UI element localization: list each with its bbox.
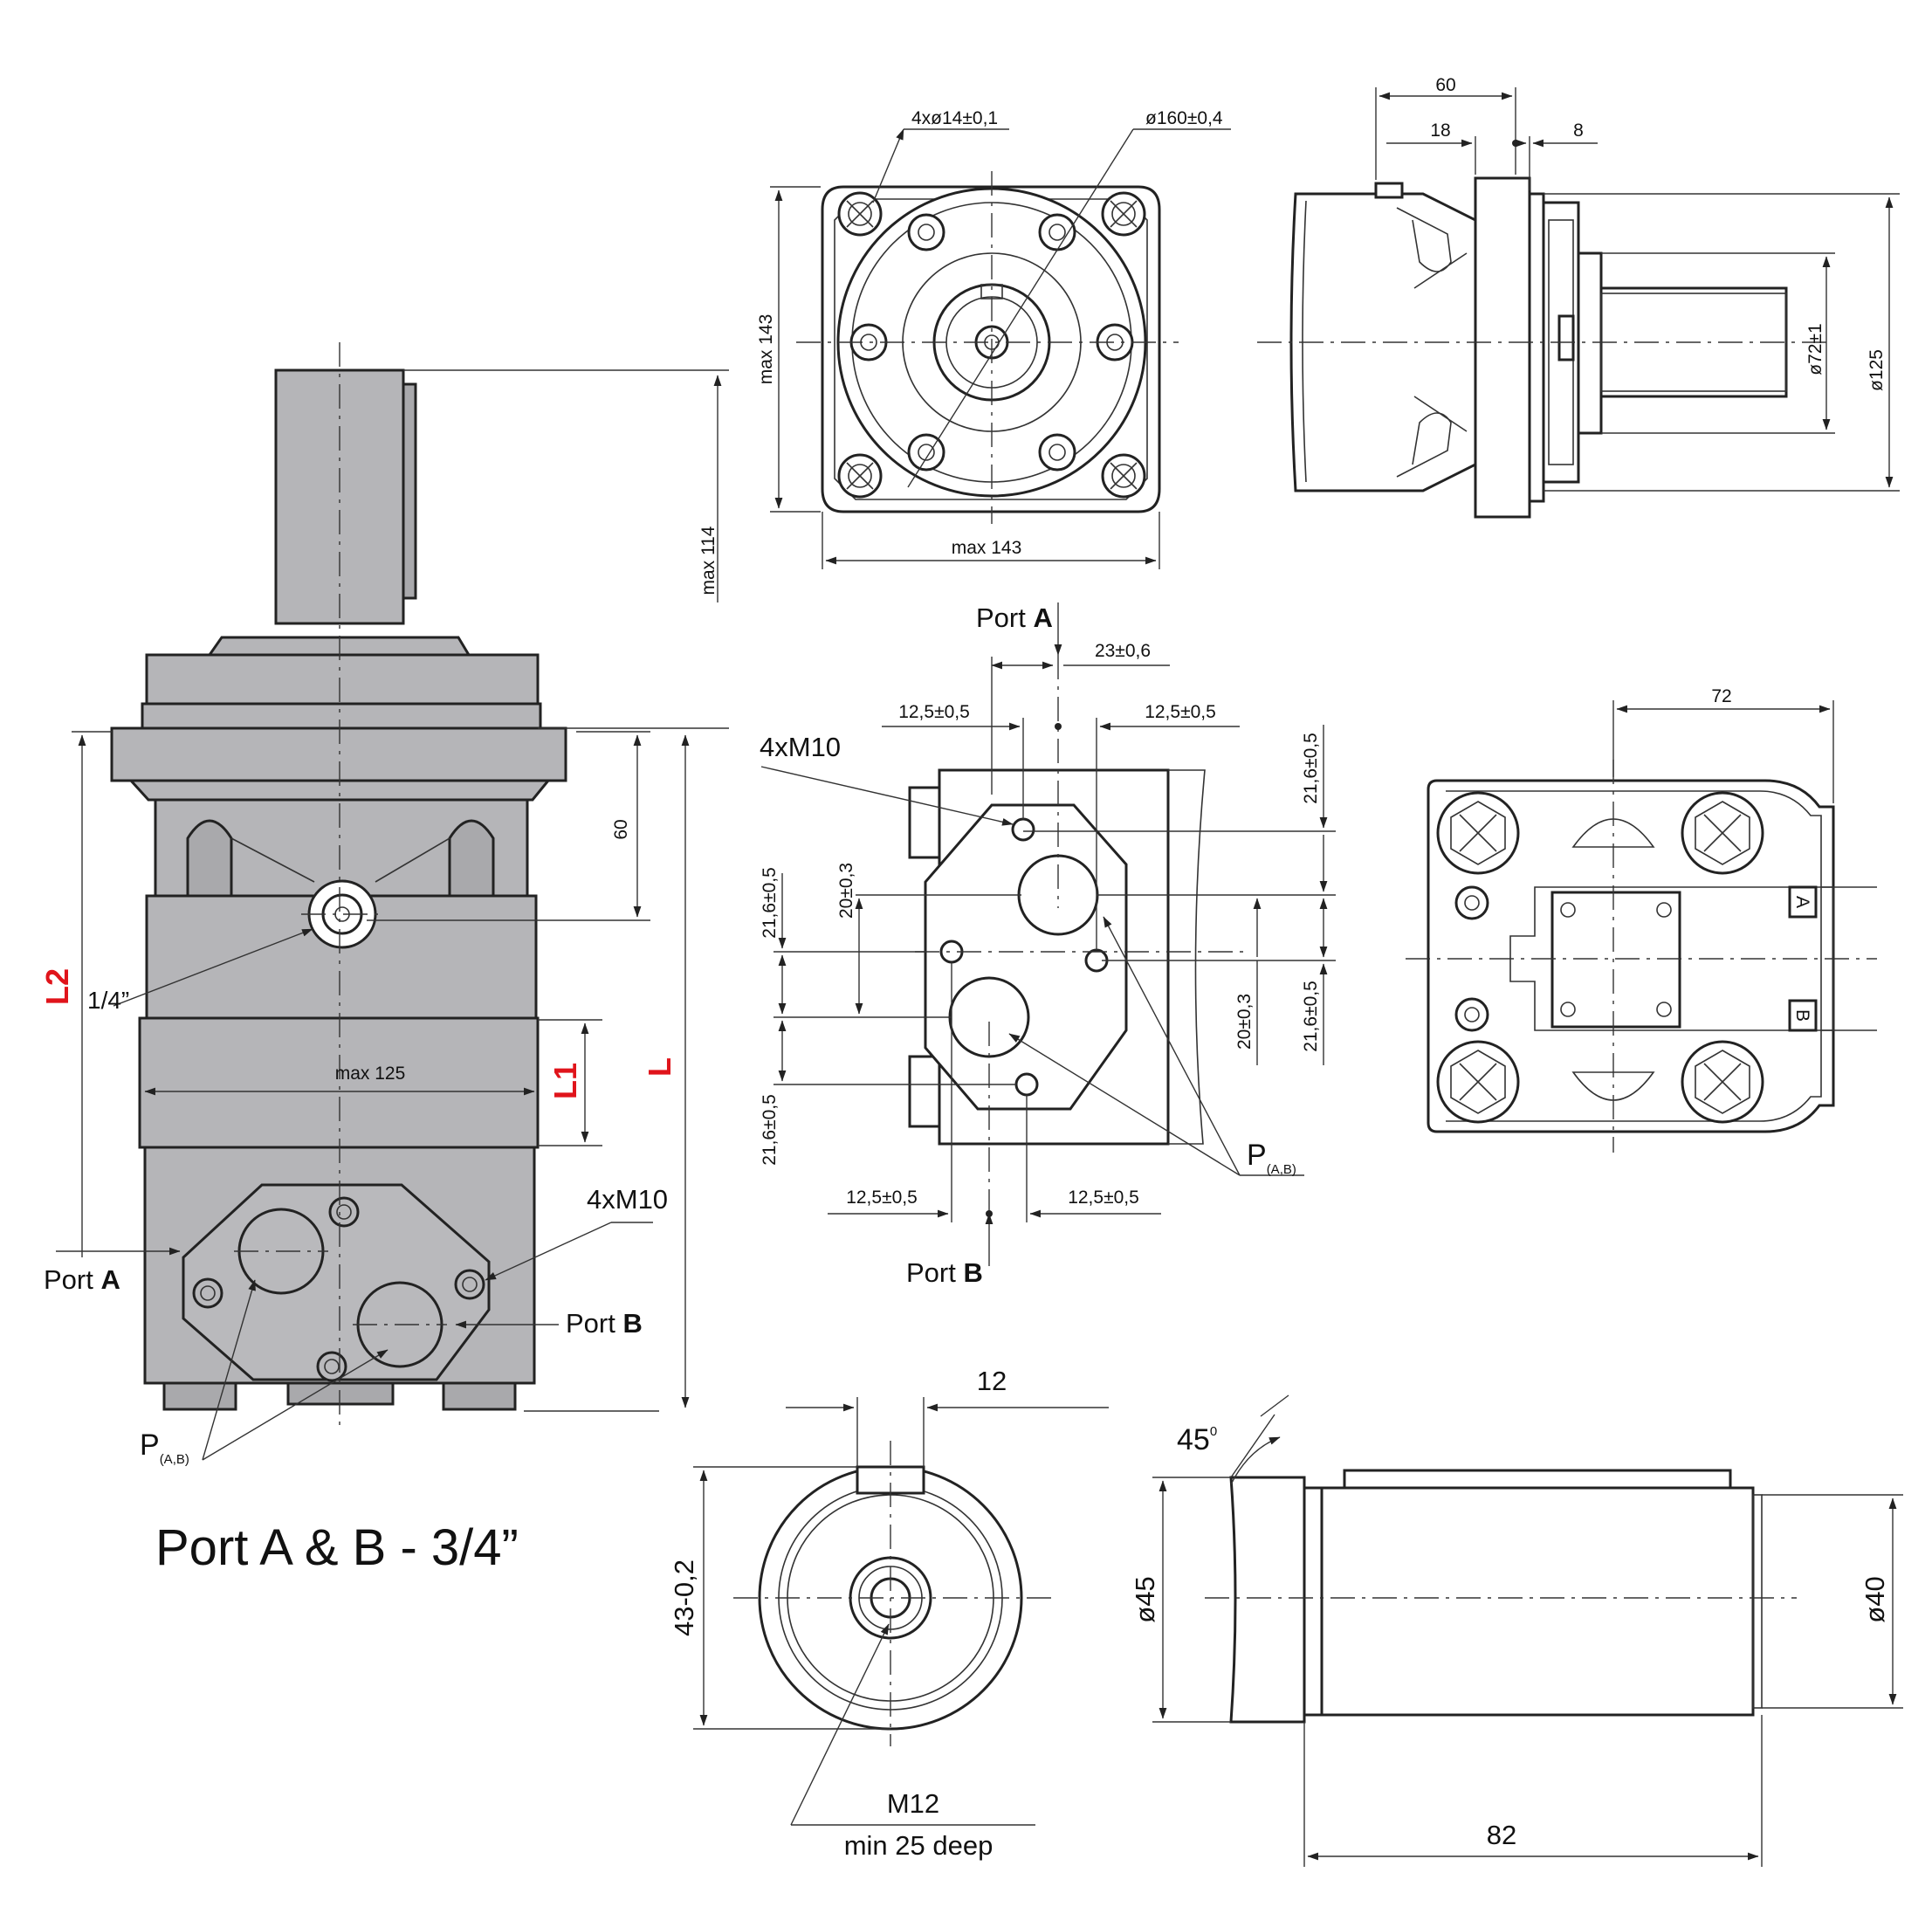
detail-216-r1-label: 21,6±0,5 [1301,733,1321,804]
rear-bolts [1436,791,1764,1124]
side-port-a-prefix: Port [44,1264,100,1295]
detail-port-b-letter: B [963,1257,982,1288]
detail-port-a-prefix: Port [976,602,1033,633]
side-port-a-label: Port A [44,1264,120,1295]
side-60-label: 60 [611,819,631,839]
side-L2-label: L2 [39,968,75,1005]
detail-23-label: 23±0,6 [1095,641,1151,661]
side-p-sub: (A,B) [160,1452,189,1467]
shaft-side-45deg-value: 45 [1177,1423,1210,1456]
side-port-b-letter: B [622,1308,642,1339]
detail-port-a-letter: A [1033,602,1052,633]
flange-side-60-label: 60 [1435,75,1455,95]
shaft-end-m12-label: M12 [887,1788,939,1819]
detail-125-br-label: 12,5±0,5 [1068,1188,1139,1208]
page-title: Port A & B - 3/4” [155,1519,519,1576]
side-port-b-label: Port B [566,1308,643,1339]
flange-holes-label: 4xø14±0,1 [911,108,998,128]
detail-20-l-label: 20±0,3 [836,863,856,919]
side-view: max 114 60 L2 L L1 max 125 1/4” 4xM10 Po… [39,342,729,1576]
shaft-side-deg-sup: 0 [1210,1424,1217,1439]
rear-view: A B 72 [1406,686,1877,1153]
side-L1-label: L1 [547,1063,583,1099]
side-quarter-label: 1/4” [87,987,129,1014]
rear-mark-b: B [1792,1009,1812,1022]
side-port-a-letter: A [100,1264,120,1295]
side-p-label: P(A,B) [140,1429,189,1467]
port-detail-view: Port A Port B 23±0,6 12,5±0,5 12,5±0,5 1… [760,602,1336,1288]
detail-216-r2-label: 21,6±0,5 [1301,981,1321,1052]
side-max114-label: max 114 [698,526,718,595]
flange-max143-h-label: max 143 [952,538,1022,558]
shaft-side-82-label: 82 [1487,1820,1516,1850]
shaft-end-view: 12 43-0,2 M12 min 25 deep [669,1366,1109,1861]
detail-125-tr-label: 12,5±0,5 [1145,702,1216,722]
flange-side-view: 60 18 8 ø125 ø72±1 [1257,75,1900,519]
flange-side-72-label: ø72±1 [1805,323,1825,375]
side-p-main: P [140,1429,160,1462]
side-L-label: L [642,1057,677,1077]
flange-side-125-label: ø125 [1867,349,1887,391]
shaft-side-40-label: ø40 [1860,1576,1890,1622]
flange-max143-v-label: max 143 [756,314,776,385]
detail-p-sub: (A,B) [1267,1162,1296,1177]
shaft-side-view: 450 ø45 ø40 82 [1130,1394,1903,1867]
corner-holes [837,191,1146,499]
rear-mark-a: A [1792,896,1812,908]
detail-port-b-label: Port B [906,1257,983,1288]
shaft-end-12-label: 12 [977,1366,1007,1396]
flange-side-8-label: 8 [1573,120,1584,141]
flange-side-18-label: 18 [1430,120,1450,141]
detail-125-bl-label: 12,5±0,5 [846,1188,918,1208]
rear-72-label: 72 [1711,686,1731,706]
shaft-end-deep-label: min 25 deep [844,1830,994,1861]
flange-front-view: ø160±0,4 4xø14±0,1 max 143 max 143 [756,108,1231,569]
side-4xm10-label: 4xM10 [587,1184,668,1215]
detail-216-l1-label: 21,6±0,5 [760,867,780,939]
detail-4xm10-label: 4xM10 [760,732,841,762]
side-port-b-prefix: Port [566,1308,622,1339]
detail-port-b-prefix: Port [906,1257,963,1288]
flange-pcd-label: ø160±0,4 [1145,108,1223,128]
detail-125-tl-label: 12,5±0,5 [898,702,970,722]
detail-p-main: P [1247,1139,1267,1172]
shaft-end-43-label: 43-0,2 [669,1559,699,1636]
shaft-side-45-label: ø45 [1130,1576,1160,1622]
side-max125-label: max 125 [335,1064,406,1084]
detail-20-r-label: 20±0,3 [1234,994,1255,1050]
detail-port-a-label: Port A [976,602,1053,633]
detail-p-label: P(A,B) [1247,1139,1296,1177]
shaft-side-45deg-label: 450 [1177,1423,1217,1456]
detail-216-l2-label: 21,6±0,5 [760,1094,780,1166]
